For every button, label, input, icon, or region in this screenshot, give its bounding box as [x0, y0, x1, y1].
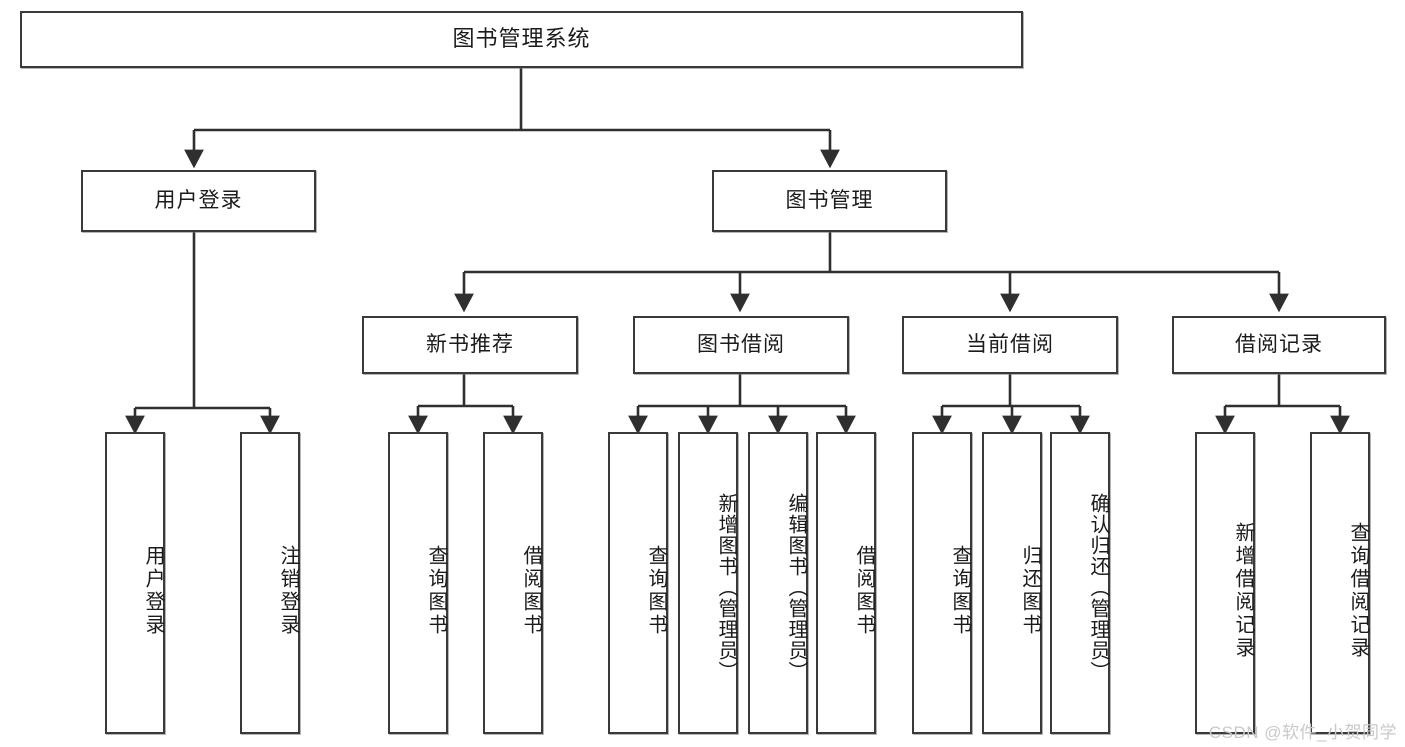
- node-label: 编辑图书（管理员）: [785, 492, 807, 682]
- node-user-login[interactable]: 用户登录: [81, 170, 316, 232]
- node-label: 用户登录: [142, 545, 164, 637]
- leaf-query-borrow-record[interactable]: 查询借阅记录: [1310, 432, 1370, 734]
- node-label: 注销登录: [277, 545, 299, 637]
- node-label: 查询图书: [949, 545, 971, 637]
- node-label: 借阅图书: [853, 545, 875, 637]
- leaf-return-book[interactable]: 归还图书: [982, 432, 1042, 734]
- leaf-confirm-return-admin[interactable]: 确认归还（管理员）: [1050, 432, 1110, 734]
- leaf-query-book-recommend[interactable]: 查询图书: [388, 432, 448, 734]
- node-label: 图书管理系统: [452, 26, 591, 52]
- node-label: 当前借阅: [966, 333, 1054, 357]
- node-label: 用户登录: [154, 189, 243, 213]
- leaf-borrow-book-recommend[interactable]: 借阅图书: [483, 432, 543, 734]
- leaf-user-login[interactable]: 用户登录: [105, 432, 165, 734]
- leaf-add-borrow-record[interactable]: 新增借阅记录: [1195, 432, 1255, 734]
- node-label: 确认归还（管理员）: [1087, 492, 1109, 682]
- node-book-borrow[interactable]: 图书借阅: [633, 316, 849, 374]
- node-label: 新增借阅记录: [1232, 522, 1254, 660]
- node-label: 图书管理: [785, 189, 874, 213]
- node-borrow-record[interactable]: 借阅记录: [1172, 316, 1386, 374]
- node-label: 借阅记录: [1235, 333, 1323, 357]
- node-label: 新增图书（管理员）: [715, 492, 737, 682]
- node-label: 借阅图书: [520, 545, 542, 637]
- node-label: 查询图书: [425, 545, 447, 637]
- node-label: 新书推荐: [426, 333, 514, 357]
- leaf-edit-book-admin[interactable]: 编辑图书（管理员）: [748, 432, 808, 734]
- node-root-book-management-system[interactable]: 图书管理系统: [20, 11, 1023, 68]
- leaf-user-logout[interactable]: 注销登录: [240, 432, 300, 734]
- leaf-query-book-current[interactable]: 查询图书: [912, 432, 972, 734]
- node-label: 归还图书: [1019, 545, 1041, 637]
- leaf-borrow-book[interactable]: 借阅图书: [816, 432, 876, 734]
- leaf-add-book-admin[interactable]: 新增图书（管理员）: [678, 432, 738, 734]
- node-current-borrow[interactable]: 当前借阅: [902, 316, 1118, 374]
- node-label: 查询图书: [645, 545, 667, 637]
- node-new-book-recommend[interactable]: 新书推荐: [362, 316, 578, 374]
- node-label: 查询借阅记录: [1347, 522, 1369, 660]
- watermark-text: CSDN @软件_小贺同学: [1208, 723, 1397, 742]
- leaf-query-book-borrow[interactable]: 查询图书: [608, 432, 668, 734]
- node-label: 图书借阅: [697, 333, 785, 357]
- node-book-management[interactable]: 图书管理: [712, 170, 947, 232]
